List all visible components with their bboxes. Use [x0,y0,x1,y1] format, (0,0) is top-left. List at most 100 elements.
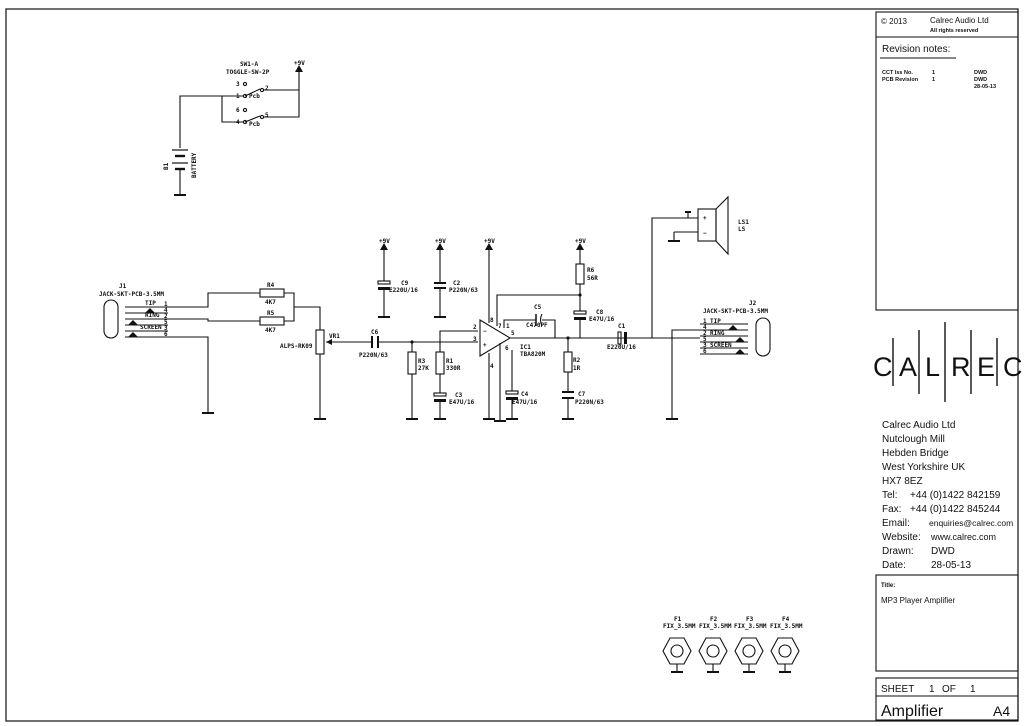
fixing-value: FIX_3.5MM [734,623,767,630]
sheet-box [875,677,1019,721]
capacitor-c6: C6 P220N/63 [352,329,478,359]
supply-label: +9V [435,238,446,245]
sheet-total: 1 [970,684,976,695]
capacitor-c5: C5 C470PF [496,294,580,338]
contact-label: Website: [882,532,921,543]
logo-letter: R [951,352,971,382]
j2-pin-name: SCREEN [710,342,732,349]
fixing-value: FIX_3.5MM [770,623,803,630]
address-line: West Yorkshire UK [882,462,966,473]
address-line: Nutclough Mill [882,434,945,445]
ls1-plus: + [703,215,707,222]
ls1-ref: LS1 [738,219,749,226]
resistor-r1: R1 330R [435,330,478,393]
supply-arrow-icon [295,65,303,72]
jack-pin-num: 6 [164,331,168,338]
sheet-label: SHEET [881,684,914,695]
contact-value: +44 (0)1422 842159 [910,490,1001,501]
company-text: Calrec Audio Ltd [930,16,989,25]
r6-value: 56R [587,275,598,282]
fixing-f1: F1 FIX_3.5MM [662,616,696,673]
j1-ref: J1 [119,283,127,290]
supply-arrow-icon [380,243,388,250]
c7-value: P220N/63 [575,399,604,406]
battery-b1: B1 BATTERY [163,149,198,196]
resistor-r6: +9V R6 56R [575,238,598,311]
fixing-ref: F2 [710,616,718,623]
address-block: Calrec Audio Ltd Nutclough Mill Hebden B… [882,420,1013,571]
supply-label: +9V [379,238,390,245]
sw1-pin: 5 [265,112,269,119]
ic1-pin: 2 [473,324,477,331]
c2-ref: C2 [453,280,461,287]
sheet-of: OF [942,684,956,695]
vr1-ref: VR1 [329,333,340,340]
j2-pin-num: 6 [703,348,707,355]
r4-ref: R4 [267,282,275,289]
c4-value: E47U/16 [512,399,538,406]
c6-ref: C6 [371,329,379,336]
amplifier-ic1: − + 2 3 8 7 1 5 6 4 IC1 TBA820M +9V [473,238,640,422]
sw1-pcb-label: Pcb [249,93,260,100]
j2-ref: J2 [749,300,757,307]
calrec-logo: C A L R E C [873,322,1023,402]
revision-box [875,11,1019,311]
fixing-ref: F1 [674,616,682,623]
ic1-pin: 8 [490,317,494,324]
jack-pin-num: 5 [164,319,168,326]
address-line: Calrec Audio Ltd [882,420,955,431]
jack-pin-num: 2 [164,313,168,320]
jack-pin-num: 4 [164,307,168,314]
potentiometer-vr1: VR1 ALPS-RK09 [280,329,352,420]
contact-value: DWD [931,546,955,557]
jack-pin-name: TIP [145,300,156,307]
sheet-border [5,8,1019,722]
ic1-ref: IC1 [520,344,531,351]
rev-initials-1: DWD [974,70,987,76]
ls1-value: LS [738,226,746,233]
ic1-pin: 7 [498,323,502,330]
power-switch-sw1: SW1-A TOGGLE-SW-2P 3 1 2 6 4 5 Pcb Pcb +… [179,60,305,148]
c3-ref: C3 [455,392,463,399]
c2-value: P220N/63 [449,287,478,294]
j2-pin-num: 2 [703,330,707,337]
jack-pin-num: 3 [164,325,168,332]
capacitor-c3: C3 E47U/16 [433,392,475,420]
sheet-size: A4 [993,703,1010,719]
ic1-plus: + [483,342,487,349]
sw1-pcb-label: Pcb [249,121,260,128]
contact-value: 28-05-13 [931,560,971,571]
vr1-value: ALPS-RK09 [280,343,313,350]
resistor-r4: R4 4K7 [259,282,285,306]
c9-value: E220U/16 [389,287,418,294]
fixing-value: FIX_3.5MM [663,623,696,630]
contact-label: Tel: [882,490,898,501]
j2-pin-num: 4 [703,324,707,331]
c1-ref: C1 [618,323,626,330]
logo-letter: L [925,352,940,382]
r3-value: 27K [418,365,429,372]
fixing-f2: F2 FIX_3.5MM [698,616,732,673]
contact-label: Email: [882,518,910,529]
sw1-pin: 2 [265,85,269,92]
title-label: Title: [881,583,895,589]
capacitor-c1: C1 E220U/16 [607,323,700,351]
ic1-pin: 5 [511,330,515,337]
c7-ref: C7 [578,391,586,398]
c6-value: P220N/63 [359,352,388,359]
fixing-f4: F4 FIX_3.5MM [770,616,803,673]
sheet-name: Amplifier [881,703,944,720]
sw1-type: TOGGLE-SW-2P [226,69,270,76]
c9-ref: C9 [401,280,409,287]
contact-value: +44 (0)1422 845244 [910,504,1001,515]
b1-ref: B1 [163,162,170,170]
rev-label-1: CCT Iss No. [882,70,913,76]
ic1-minus: − [483,328,487,335]
contact-value: enquiries@calrec.com [929,518,1013,528]
contact-label: Fax: [882,504,901,515]
input-jack-j1: J1 JACK-SKT-PCB-3.5MM TIP RING SCREEN 1 … [99,283,260,414]
speaker-ls1: + − LS1 LS [651,195,749,338]
rev-initials-2: DWD [974,77,987,83]
ic1-pin: 6 [505,345,509,352]
